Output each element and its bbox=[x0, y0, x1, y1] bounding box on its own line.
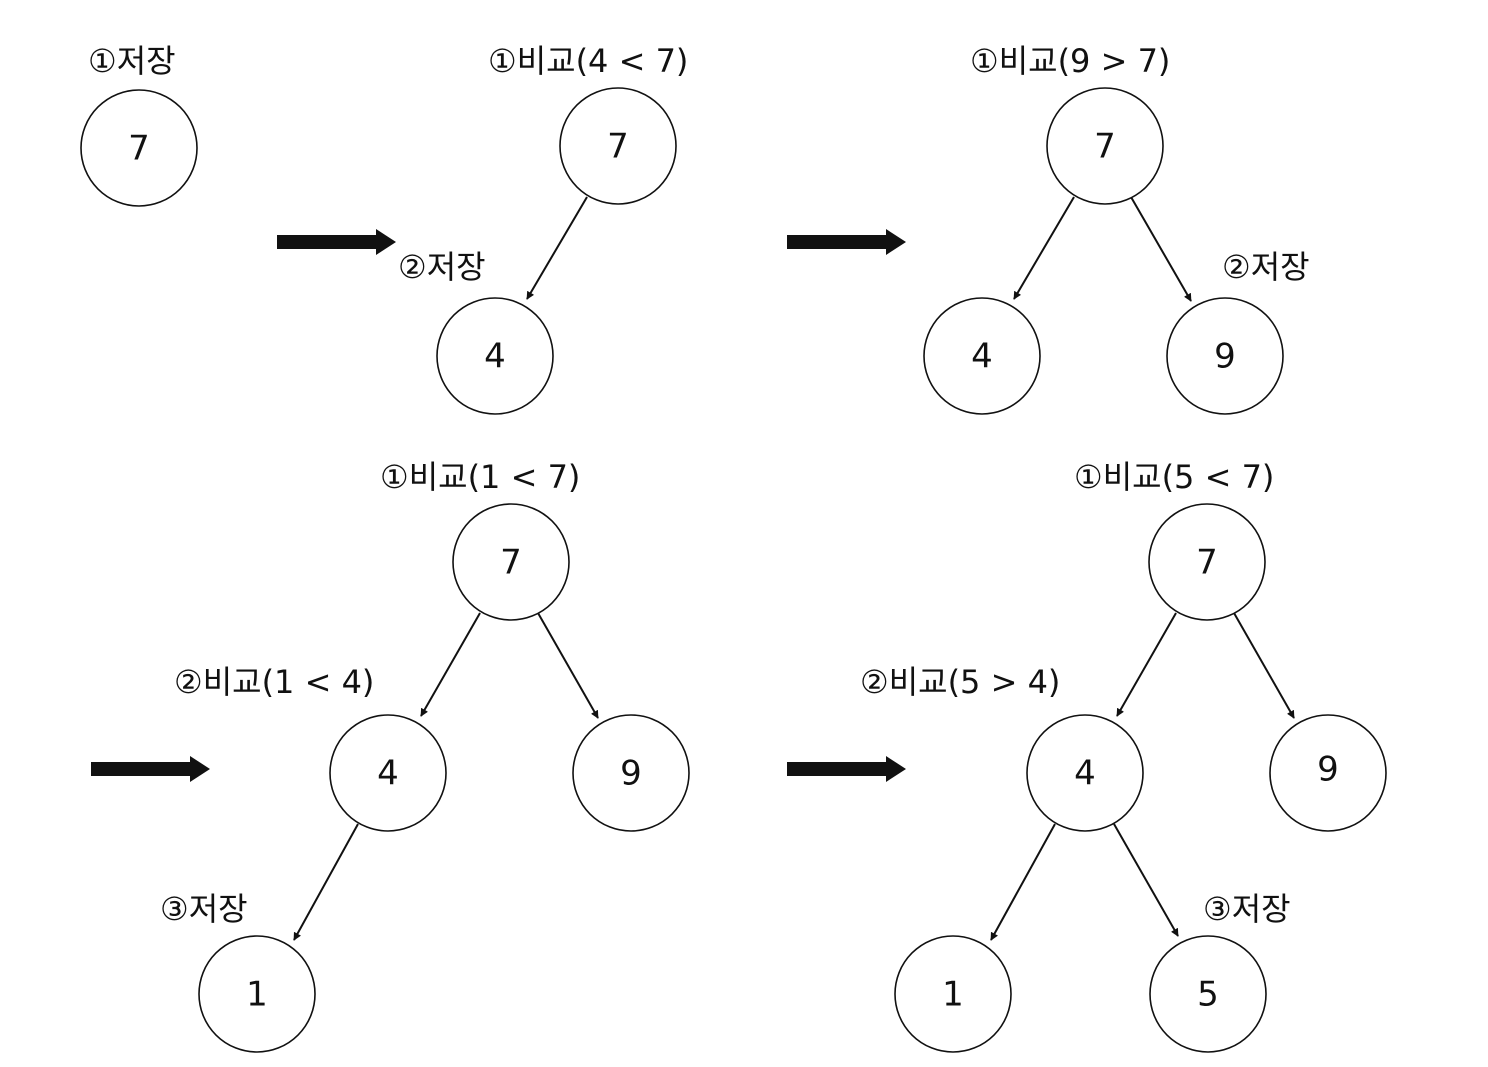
step-arrow-4-to-5 bbox=[787, 756, 906, 782]
panel-5-label-compare-child: ②비교(5 > 4) bbox=[860, 663, 1060, 701]
step-arrow-3-to-4 bbox=[91, 756, 210, 782]
panel-4-label-compare-child: ②비교(1 < 4) bbox=[174, 663, 374, 701]
node-value: 7 bbox=[1196, 543, 1218, 583]
panel-4-label-store: ③저장 bbox=[160, 890, 248, 928]
node-value: 1 bbox=[942, 975, 964, 1015]
panel-1-label-store: ①저장 bbox=[88, 42, 176, 80]
node-value: 9 bbox=[1214, 337, 1236, 377]
tree-node-5: 5 bbox=[1149, 935, 1267, 1053]
edge-7-to-9 bbox=[537, 612, 599, 719]
node-value: 4 bbox=[1074, 754, 1096, 794]
panel-step-1: ①저장 7 bbox=[80, 42, 198, 207]
tree-node-9: 9 bbox=[572, 714, 690, 832]
tree-node-4: 4 bbox=[329, 714, 447, 832]
edge-7-to-9 bbox=[1130, 196, 1192, 302]
tree-node-1: 1 bbox=[894, 935, 1012, 1053]
node-value: 4 bbox=[484, 337, 506, 377]
edge-7-to-4 bbox=[1116, 612, 1177, 717]
tree-node-4: 4 bbox=[436, 297, 554, 415]
edge-7-to-4 bbox=[420, 612, 481, 717]
node-value: 4 bbox=[377, 754, 399, 794]
tree-node-9: 9 bbox=[1166, 297, 1284, 415]
node-value: 4 bbox=[971, 337, 993, 377]
tree-node-7: 7 bbox=[452, 503, 570, 621]
panel-step-3: ①비교(9 > 7) ②저장 7 4 9 bbox=[923, 42, 1310, 415]
panel-step-2: ①비교(4 < 7) ②저장 7 4 bbox=[398, 42, 688, 415]
node-value: 9 bbox=[620, 754, 642, 794]
panel-5-label-compare-root: ①비교(5 < 7) bbox=[1074, 458, 1274, 496]
tree-node-4: 4 bbox=[1026, 714, 1144, 832]
node-value: 7 bbox=[500, 543, 522, 583]
edge-7-to-4 bbox=[1013, 196, 1075, 300]
edge-7-to-4 bbox=[526, 196, 588, 300]
tree-node-4: 4 bbox=[923, 297, 1041, 415]
panel-3-label-store: ②저장 bbox=[1222, 248, 1310, 286]
edge-7-to-9 bbox=[1233, 612, 1295, 719]
tree-node-9: 9 bbox=[1269, 714, 1387, 832]
node-value: 1 bbox=[246, 975, 268, 1015]
node-value: 9 bbox=[1317, 750, 1339, 790]
node-value: 5 bbox=[1197, 975, 1219, 1015]
node-value: 7 bbox=[1094, 127, 1116, 167]
node-value: 7 bbox=[607, 127, 629, 167]
tree-node-7: 7 bbox=[1148, 503, 1266, 621]
edge-4-to-5 bbox=[1113, 823, 1179, 937]
tree-node-1: 1 bbox=[198, 935, 316, 1053]
panel-2-label-store: ②저장 bbox=[398, 248, 486, 286]
tree-node-7: 7 bbox=[559, 87, 677, 205]
panel-step-5: ①비교(5 < 7) ②비교(5 > 4) ③저장 7 4 9 1 5 bbox=[860, 458, 1387, 1053]
edge-4-to-1 bbox=[293, 823, 359, 941]
tree-node-7: 7 bbox=[80, 89, 198, 207]
panel-5-label-store: ③저장 bbox=[1203, 890, 1291, 928]
step-arrow-2-to-3 bbox=[787, 229, 906, 255]
node-value: 7 bbox=[128, 129, 150, 169]
step-arrow-1-to-2 bbox=[277, 229, 396, 255]
panel-4-label-compare-root: ①비교(1 < 7) bbox=[380, 458, 580, 496]
edge-4-to-1 bbox=[990, 823, 1056, 941]
panel-step-4: ①비교(1 < 7) ②비교(1 < 4) ③저장 7 4 9 1 bbox=[160, 458, 690, 1053]
panel-2-label-compare: ①비교(4 < 7) bbox=[488, 42, 688, 80]
panel-3-label-compare: ①비교(9 > 7) bbox=[970, 42, 1170, 80]
tree-node-7: 7 bbox=[1046, 87, 1164, 205]
